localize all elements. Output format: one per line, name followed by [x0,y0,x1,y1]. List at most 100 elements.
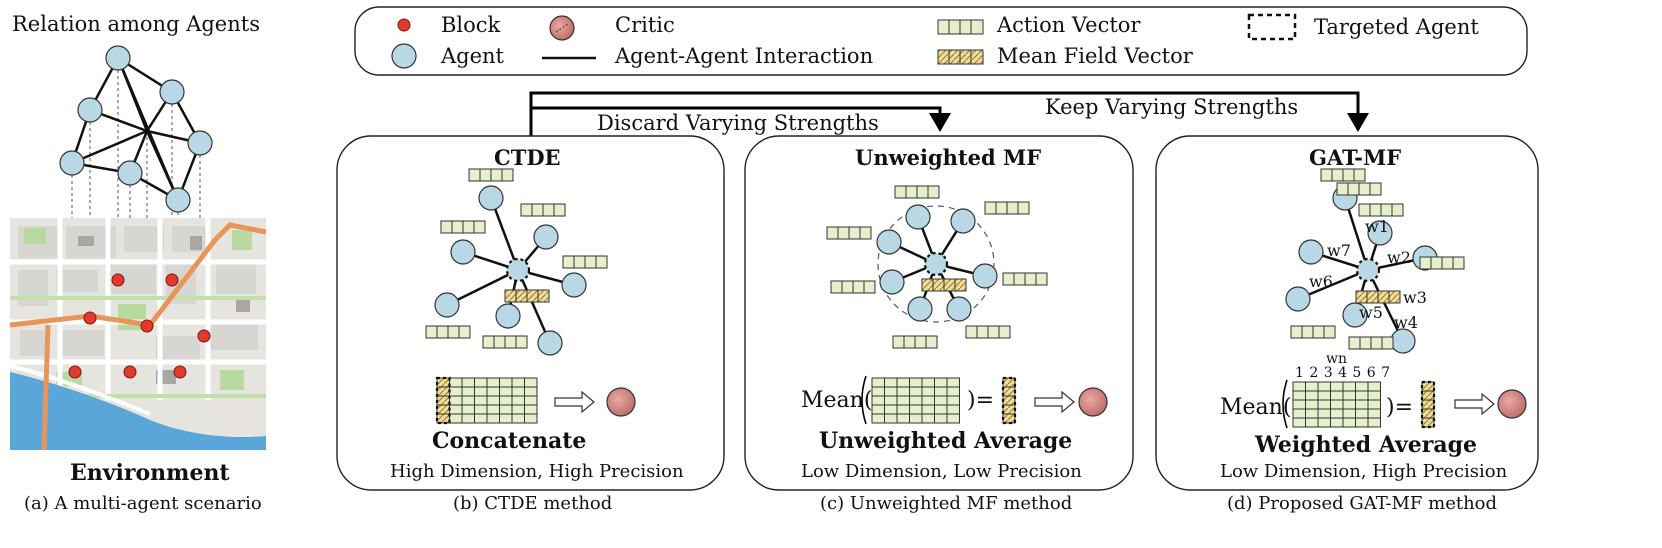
strength-arrows [529,91,1369,136]
action-vector [562,255,608,269]
targeted-agent-node [505,257,531,283]
weight-label-w3: w3 [1403,288,1427,307]
agent-node [1390,328,1416,354]
agent-node [561,272,587,298]
ctde-method-label: Concatenate [432,428,587,454]
gatmf-wn-label: wn [1326,351,1347,367]
legend-critic-label: Critic [615,13,675,37]
agent-node [478,185,504,211]
action-vector [1419,256,1465,270]
action-vector [482,335,528,349]
agent-node [434,292,460,318]
action-vector [826,226,872,240]
agent-node [1367,220,1393,246]
weight-label-w4: w4 [1394,313,1418,332]
action-vector [892,335,938,349]
agent-node [1285,286,1311,312]
umf-mean-label: Mean( [801,388,873,413]
umf-arrow [1034,390,1075,414]
legend-box [354,6,1528,76]
legend-interaction-label: Agent-Agent Interaction [615,44,874,68]
panel-umf-title: Unweighted MF [855,145,1042,170]
gatmf-mean-label: Mean( [1220,395,1292,420]
umf-note: Low Dimension, Low Precision [801,461,1082,482]
agent-node [450,239,476,265]
agent-node [1342,302,1368,328]
city-map [9,218,267,451]
weight-label-w7: w7 [1327,241,1351,260]
ctde-arrow [554,390,595,414]
umf-neighborhood [877,205,995,323]
targeted-agent-node [923,251,949,277]
panel-ctde-title: CTDE [494,145,561,170]
mean-field-vector [504,289,550,303]
agent-node [946,296,972,322]
discard-strengths-label: Discard Varying Strengths [597,111,879,135]
action-vector [984,201,1030,215]
panel-gatmf-box [1155,135,1539,491]
mean-field-vector [921,278,967,292]
legend-agent-label: Agent [441,44,504,68]
legend-block-label: Block [441,13,501,37]
caption-b: (b) CTDE method [453,493,613,514]
action-vector [440,220,486,234]
action-vector [1348,336,1394,350]
legend-targeted-agent-label: Targeted Agent [1314,15,1479,39]
caption-d: (d) Proposed GAT-MF method [1227,493,1498,514]
gatmf-equals-label: )= [1386,395,1414,420]
umf-average-matrix [871,376,1017,425]
agent-node [537,330,563,356]
action-vector [830,280,876,294]
action-vector [1336,182,1382,196]
action-vector [468,168,514,182]
agent-graph [59,45,213,372]
agent-node [533,224,559,250]
targeted-agent-node [1355,257,1381,283]
gatmf-method-label: Weighted Average [1255,432,1478,458]
legend-action-vector-label: Action Vector [997,13,1141,37]
panel-umf-box [744,135,1134,491]
action-vector [894,185,940,199]
agent-node [1298,239,1324,265]
agent-node [972,263,998,289]
weight-label-w2: w2 [1387,248,1411,267]
agent-node [907,296,933,322]
legend-mean-field-label: Mean Field Vector [997,44,1193,68]
gatmf-weighted-matrix [1292,380,1436,429]
environment-label: Environment [70,460,230,486]
mean-field-vector [1355,290,1401,304]
weight-label-w5: w5 [1359,303,1383,322]
action-vector [1320,168,1366,182]
gatmf-graph [1285,168,1465,354]
agent-node [876,229,902,255]
agent-node [879,269,905,295]
left-panel-title: Relation among Agents [12,12,260,36]
action-vector [1358,203,1404,217]
panel-gatmf-title: GAT-MF [1309,145,1402,170]
agent-node [495,303,521,329]
ctde-graph [425,168,608,356]
weight-label-w1: w1 [1365,217,1389,236]
weight-label-w6: w6 [1309,272,1333,291]
gatmf-col-indices: 1 2 3 4 5 6 7 [1295,365,1391,381]
ctde-concat-matrix [435,376,538,425]
agent-node [905,204,931,230]
ctde-note: High Dimension, High Precision [390,461,684,482]
action-vector [520,203,566,217]
action-vector [425,325,471,339]
action-vector [1002,272,1048,286]
critic-icon [606,387,636,417]
umf-method-label: Unweighted Average [819,428,1073,454]
gatmf-arrow [1454,392,1495,416]
umf-graph [826,185,1048,349]
panel-ctde-box [336,135,725,491]
gatmf-left-paren [1282,379,1288,429]
critic-icon [1497,389,1527,419]
umf-left-paren [861,375,867,425]
critic-icon [1078,387,1108,417]
umf-equals-label: )= [967,388,995,413]
caption-c: (c) Unweighted MF method [820,493,1073,514]
caption-a: (a) A multi-agent scenario [24,493,262,514]
action-vector [1290,325,1336,339]
